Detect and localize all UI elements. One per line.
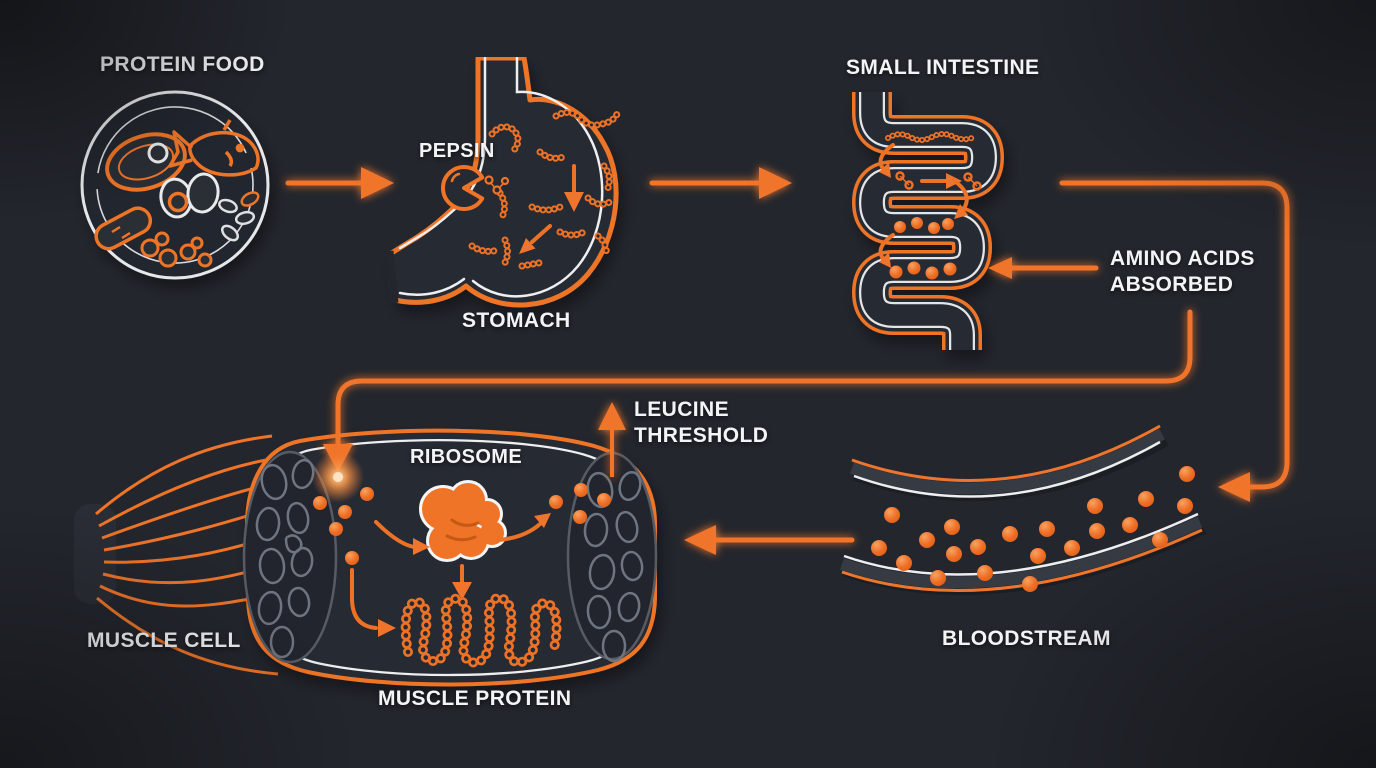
digestion-arrow-icon <box>519 164 584 254</box>
intestine-contents <box>878 131 982 280</box>
flow-arrows <box>285 167 1290 555</box>
label-bloodstream: BLOODSTREAM <box>942 627 1111 650</box>
vessel-icon <box>840 424 1207 596</box>
label-small-intestine: SMALL INTESTINE <box>846 56 1040 79</box>
label-amino-acids-absorbed: AMINO ACIDS ABSORBED <box>1110 247 1255 297</box>
esophagus-opening <box>470 44 532 57</box>
label-muscle-protein: MUSCLE PROTEIN <box>378 687 572 710</box>
eggs-icon <box>159 172 220 219</box>
amino-acid-dots <box>871 466 1195 592</box>
peptide-chains-icon <box>468 108 622 270</box>
fish-icon <box>168 119 260 177</box>
plate-icon <box>80 90 270 280</box>
label-stomach: STOMACH <box>462 309 571 332</box>
label-muscle-cell: MUSCLE CELL <box>87 629 241 652</box>
label-ribosome: RIBOSOME <box>410 446 523 468</box>
pylorus-opening <box>384 250 399 304</box>
intestine-icon <box>852 92 1004 355</box>
stomach-icon <box>384 44 622 308</box>
arrow-bloodstream-to-muscle-icon <box>684 525 855 555</box>
membrane-glow-spot <box>312 451 364 503</box>
tendon-stub <box>74 504 116 604</box>
label-protein-food: PROTEIN FOOD <box>100 53 265 76</box>
muscle-protein-icon <box>400 593 562 668</box>
beans-icon <box>218 191 260 242</box>
myofibril-face-right <box>566 451 658 663</box>
steak-icon <box>105 132 187 192</box>
label-leucine-threshold: LEUCINE THRESHOLD <box>634 398 769 448</box>
chickpeas-icon <box>140 231 213 268</box>
arrow-stomach-to-intestine-icon <box>649 167 792 199</box>
ribosome-icon <box>419 480 507 562</box>
label-pepsin: PEPSIN <box>419 140 495 162</box>
arrow-plate-to-stomach-icon <box>285 167 394 199</box>
leucine-threshold-arrow-icon <box>598 402 626 477</box>
arrow-intestine-to-bloodstream-icon <box>1059 180 1290 502</box>
synthesis-arrow-icon <box>350 513 551 637</box>
pepsin-enzyme-icon <box>441 165 510 211</box>
sausage-icon <box>94 206 153 251</box>
cell-amino-dots <box>313 483 611 565</box>
arrow-amino-acids-absorbed-icon <box>988 257 1099 279</box>
myofibril-face-left <box>242 450 338 664</box>
